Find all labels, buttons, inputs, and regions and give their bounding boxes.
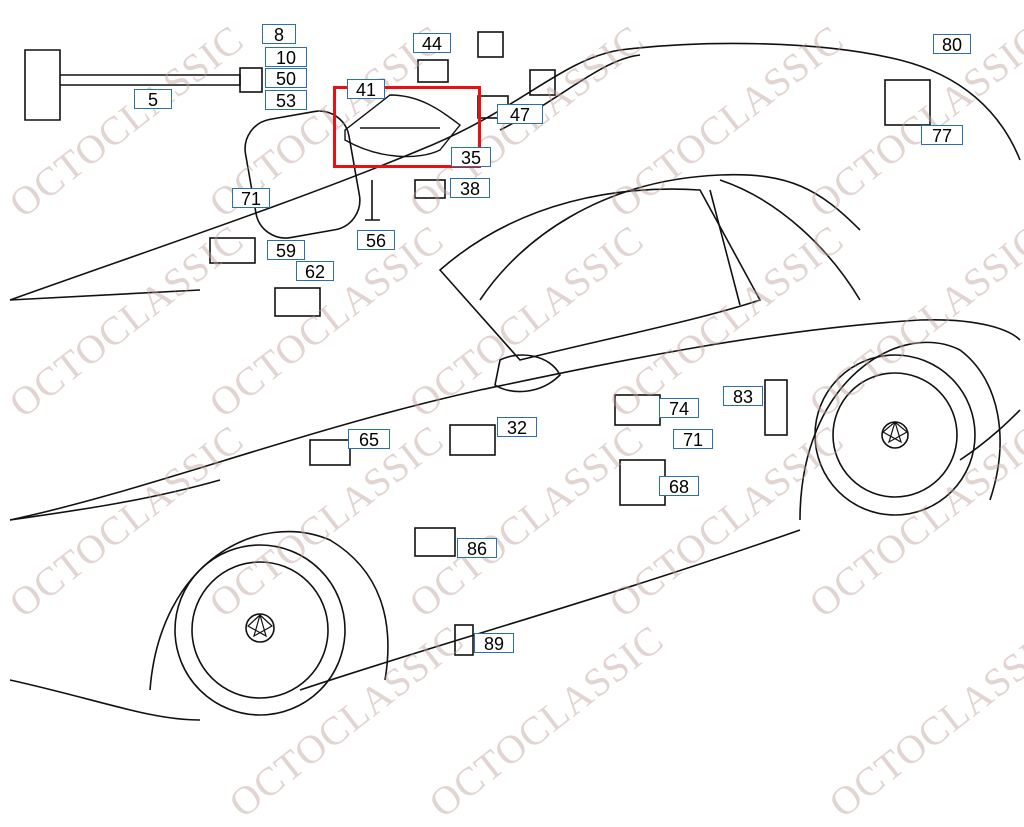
part-label-86[interactable]: 86 bbox=[457, 538, 497, 559]
car-windshield bbox=[479, 54, 861, 301]
part-62 bbox=[274, 287, 321, 317]
part-label-56[interactable]: 56 bbox=[357, 230, 395, 251]
part-59 bbox=[209, 237, 256, 264]
part-label-44[interactable]: 44 bbox=[413, 33, 451, 54]
highlight-box-part-35 bbox=[333, 86, 481, 168]
car-side-window bbox=[438, 188, 762, 361]
car-diagram bbox=[9, 31, 1021, 721]
part-74 bbox=[614, 394, 661, 426]
part-label-83[interactable]: 83 bbox=[723, 386, 763, 407]
front-wheel-arch bbox=[149, 530, 389, 691]
part-89 bbox=[454, 624, 474, 656]
part-label-65[interactable]: 65 bbox=[348, 429, 390, 450]
part-32 bbox=[449, 424, 496, 456]
part-56-screw bbox=[365, 180, 380, 221]
part-label-53[interactable]: 53 bbox=[265, 90, 307, 111]
car-beltline bbox=[9, 318, 1021, 521]
car-lower-body bbox=[9, 409, 1021, 721]
part-86 bbox=[414, 527, 456, 557]
part-83 bbox=[764, 379, 788, 436]
part-47-icon bbox=[529, 69, 556, 96]
part-44-icon bbox=[477, 31, 504, 58]
part-label-38[interactable]: 38 bbox=[450, 178, 490, 199]
part-label-32[interactable]: 32 bbox=[497, 417, 537, 438]
part-label-50[interactable]: 50 bbox=[265, 68, 307, 89]
part-label-68[interactable]: 68 bbox=[659, 476, 699, 497]
part-44 bbox=[417, 59, 449, 83]
rear-mercedes-star bbox=[881, 421, 909, 449]
part-label-80[interactable]: 80 bbox=[933, 34, 971, 55]
part-label-59[interactable]: 59 bbox=[267, 240, 305, 261]
front-wheel bbox=[174, 544, 346, 716]
lamp-5 bbox=[24, 49, 241, 121]
part-label-41[interactable]: 41 bbox=[347, 79, 385, 100]
part-38 bbox=[414, 179, 446, 199]
part-label-62[interactable]: 62 bbox=[296, 261, 334, 282]
part-label-74[interactable]: 74 bbox=[659, 398, 699, 419]
car-roof-outline bbox=[9, 42, 1021, 301]
rear-wheel-arch bbox=[799, 341, 1001, 521]
part-77 bbox=[884, 79, 931, 126]
part-label-77[interactable]: 77 bbox=[921, 125, 963, 146]
mirror bbox=[494, 354, 561, 393]
part-label-89[interactable]: 89 bbox=[474, 633, 514, 654]
rear-wheel bbox=[814, 354, 976, 516]
part-label-10[interactable]: 10 bbox=[265, 47, 307, 68]
car-hood bbox=[9, 289, 221, 521]
part-label-71[interactable]: 71 bbox=[232, 188, 270, 209]
part-label-5[interactable]: 5 bbox=[134, 89, 172, 110]
part-label-35[interactable]: 35 bbox=[451, 147, 491, 168]
part-label-71-door[interactable]: 71 bbox=[673, 429, 713, 450]
part-label-47[interactable]: 47 bbox=[497, 104, 543, 125]
part-35-overhead-console bbox=[344, 94, 461, 158]
part-65 bbox=[309, 439, 351, 466]
part-label-8[interactable]: 8 bbox=[262, 24, 296, 45]
front-mercedes-star bbox=[246, 613, 274, 638]
